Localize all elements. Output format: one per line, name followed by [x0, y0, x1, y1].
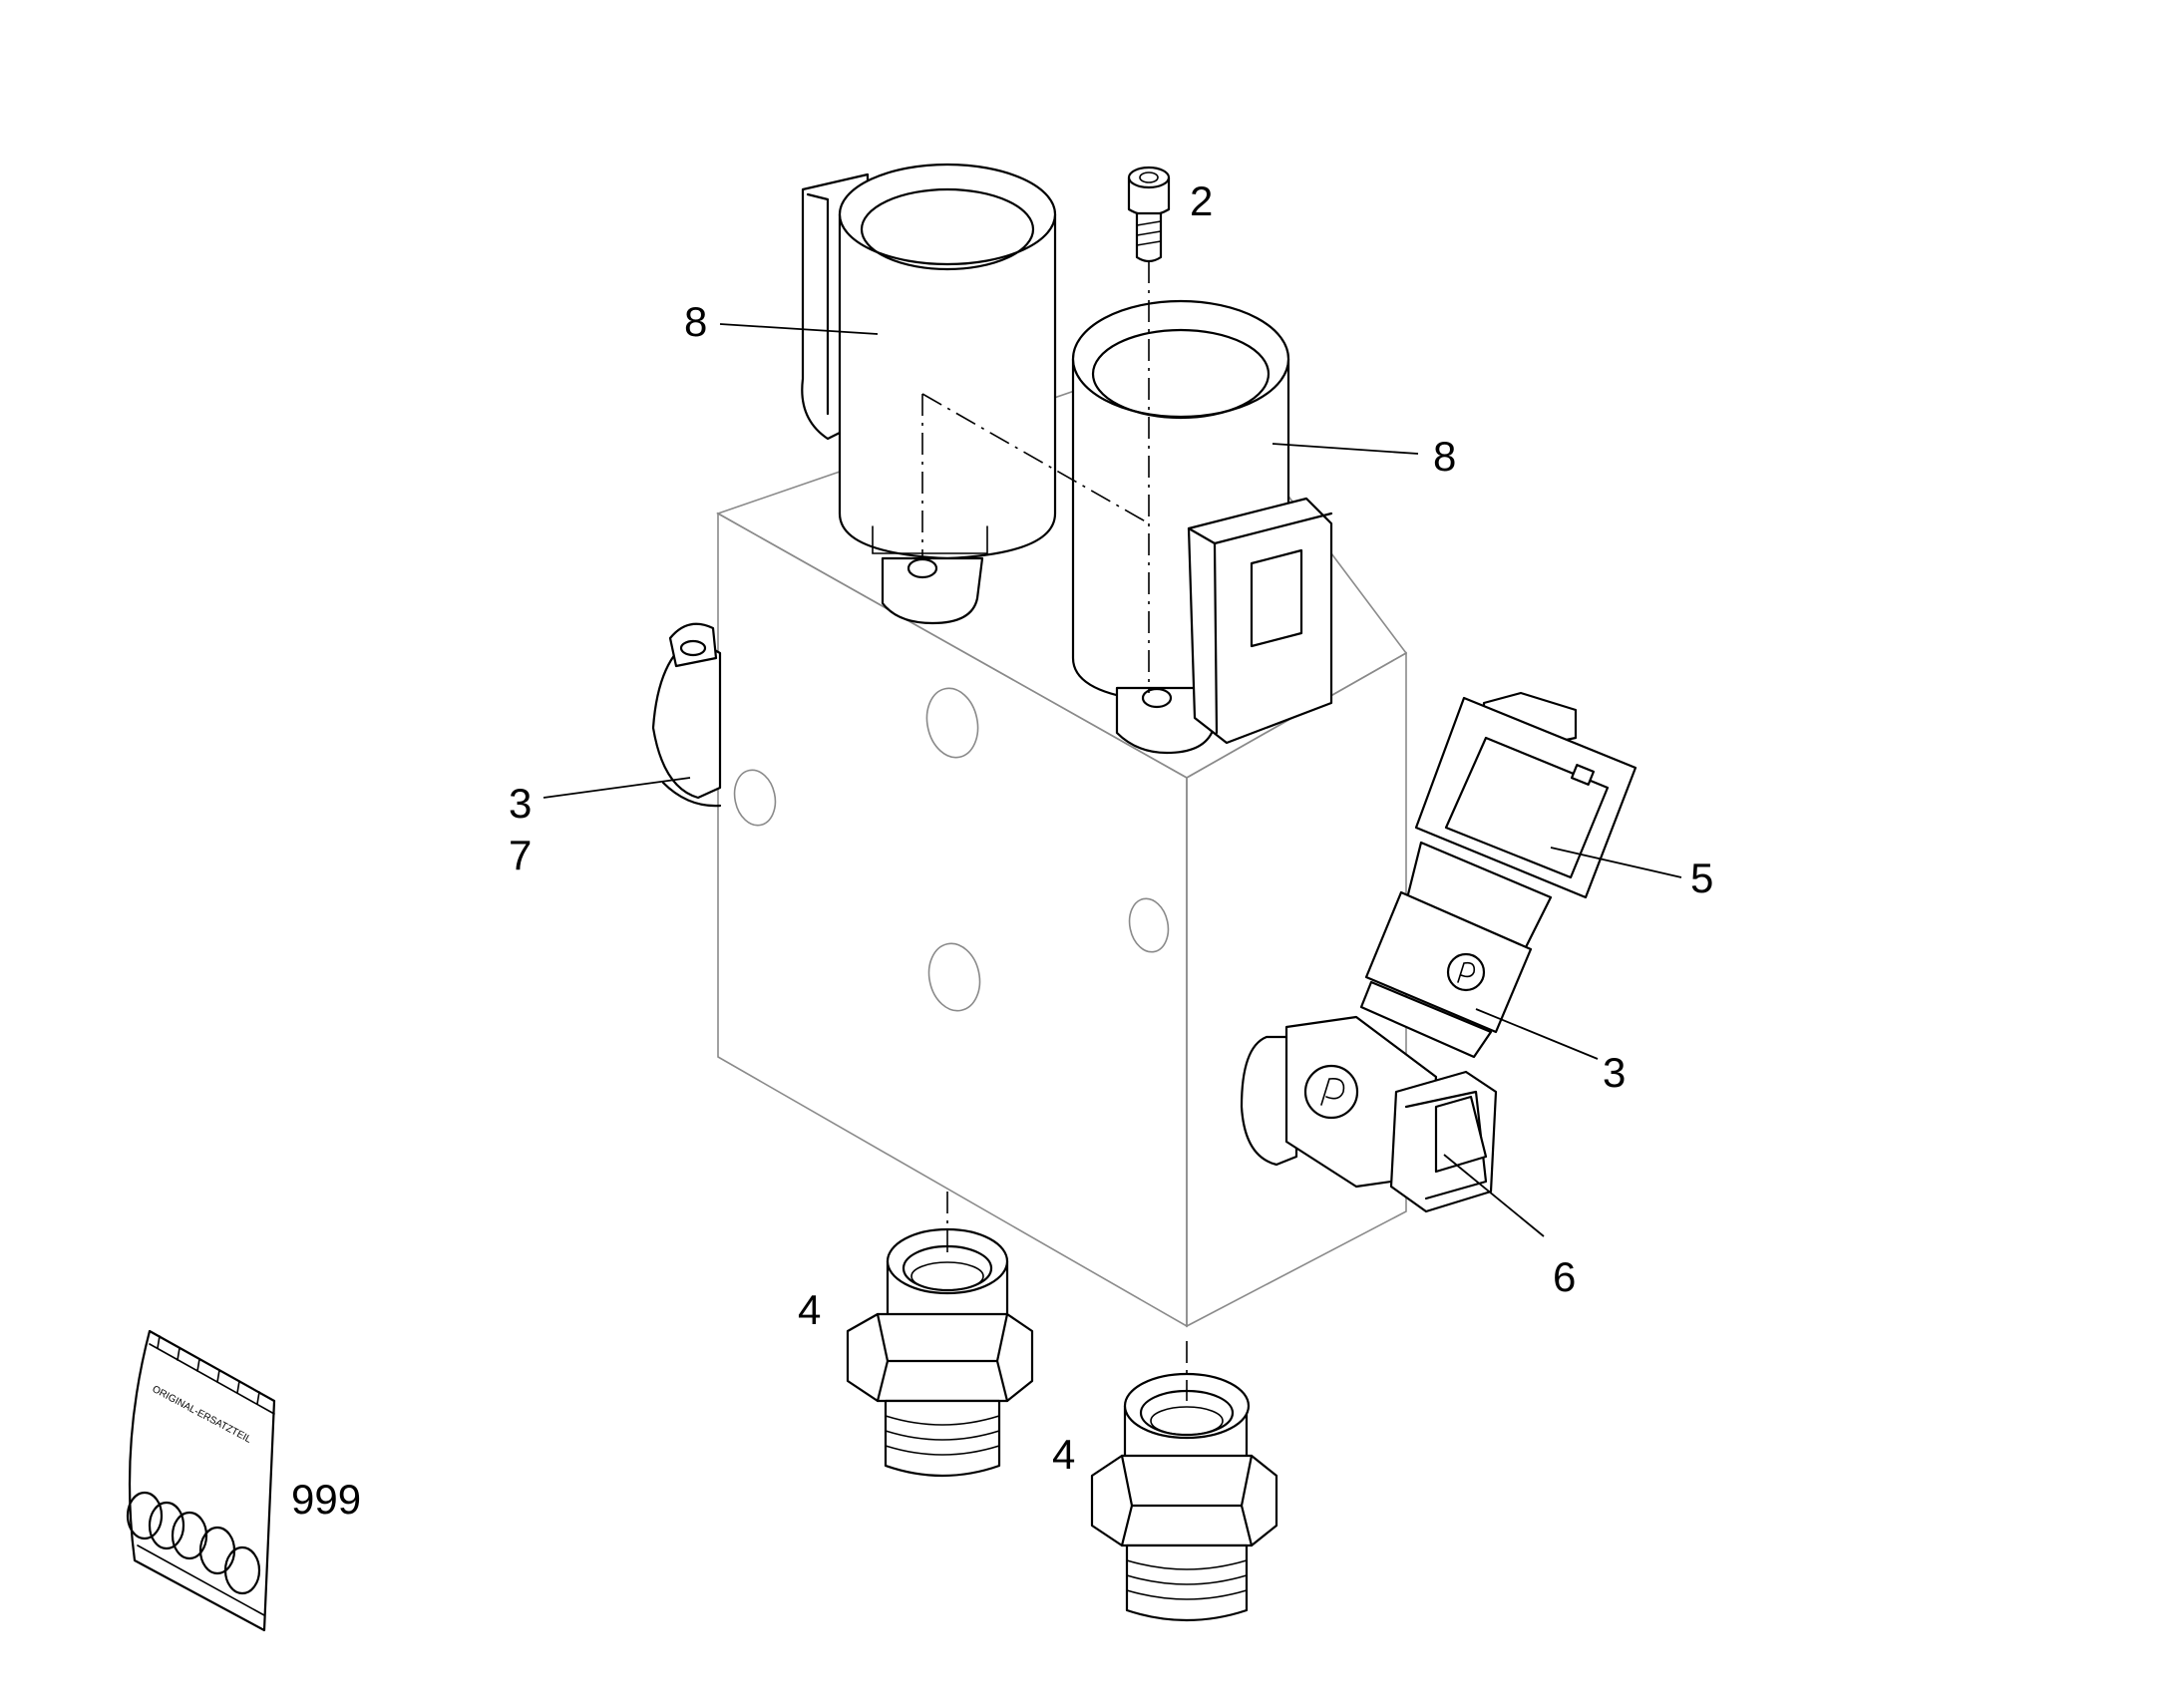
callout-3-right: 3 — [1603, 1049, 1626, 1096]
callout-4-left: 4 — [798, 1286, 821, 1333]
callout-4-right: 4 — [1052, 1431, 1075, 1478]
callout-999: 999 — [291, 1476, 361, 1523]
callout-8-left: 8 — [684, 298, 707, 345]
seal-kit-bag: ORIGINAL-ERSATZTEIL — [126, 1329, 276, 1632]
threaded-fitting-left — [846, 1227, 1034, 1478]
callout-5: 5 — [1690, 854, 1713, 901]
leader-lines — [543, 323, 1682, 1237]
callout-3-left: 3 — [509, 780, 532, 827]
callout-7: 7 — [509, 832, 532, 878]
socket-head-screw — [1127, 166, 1171, 263]
pressure-switch-assembly — [1359, 691, 1637, 1059]
callout-8-right: 8 — [1433, 433, 1456, 480]
plug-connector-left — [651, 622, 722, 808]
callout-6: 6 — [1553, 1253, 1576, 1300]
solenoid-coil-left — [801, 163, 1057, 625]
callout-2: 2 — [1190, 177, 1213, 224]
callout-labels: 2 8 8 3 7 5 3 6 4 4 999 — [291, 177, 1713, 1523]
elbow-fitting-with-plug — [1240, 1015, 1498, 1213]
threaded-fitting-right — [1090, 1372, 1278, 1622]
solenoid-coil-right — [1071, 299, 1333, 755]
assembly-axis-lines — [921, 261, 1188, 1401]
